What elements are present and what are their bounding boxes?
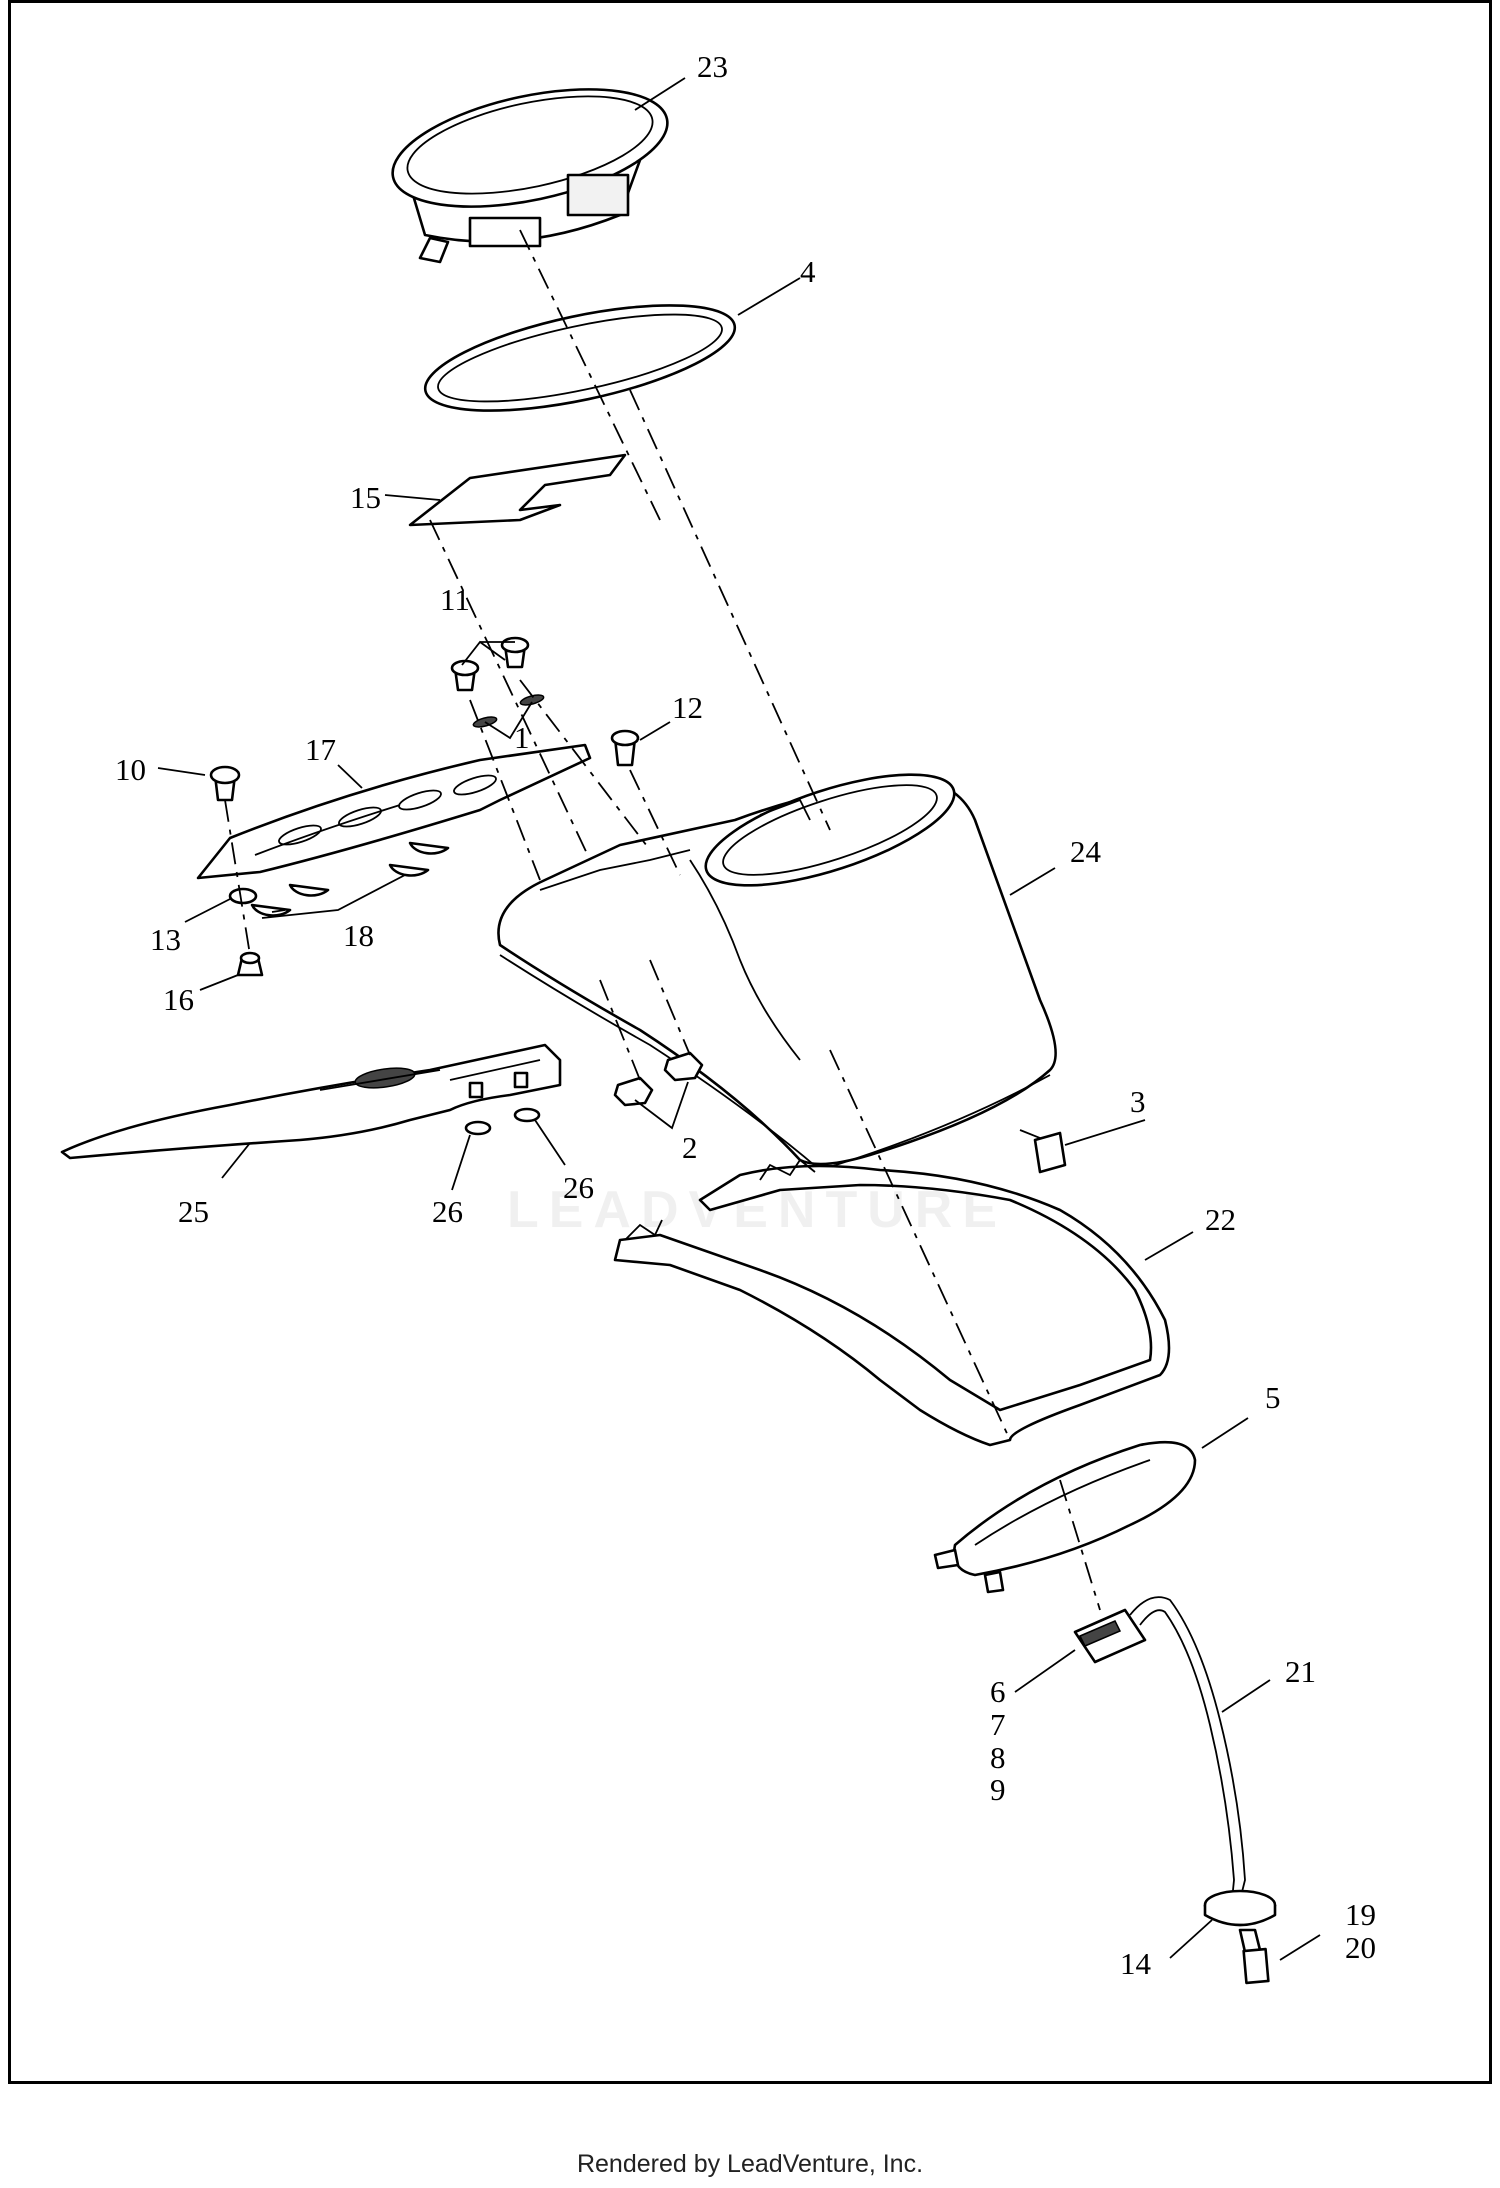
part-3-clip [1033,1131,1067,1174]
callout-25: 25 [178,1194,209,1229]
callout-17: 17 [305,732,336,767]
callout-8: 8 [990,1740,1006,1775]
part-15-gasket [408,453,627,527]
callout-9: 9 [990,1772,1006,1807]
part-16-nut [236,951,264,977]
part-2-nuts [613,1051,704,1107]
callout-12: 12 [672,690,703,725]
callout-6: 6 [990,1674,1006,1709]
callout-16: 16 [163,982,194,1017]
part-23-gauge [391,88,669,264]
callout-13: 13 [150,922,181,957]
part-10-screw [209,765,241,802]
callout-1: 1 [514,720,530,755]
diagram-frame [8,0,1492,2084]
part-5-bezel [933,1440,1197,1594]
part-12-screw [610,729,640,767]
callout-10: 10 [115,752,146,787]
callout-labels: 23 4 15 11 1 12 10 17 24 13 18 16 2 3 25… [115,49,1376,1981]
footer-credit: Rendered by LeadVenture, Inc. [576,2150,924,2178]
part-25-panel [60,1043,562,1160]
part-14-grommet [1203,1889,1277,1927]
part-21-harness [1129,1596,1246,1901]
part-17-bracket [196,743,592,880]
part-11-screws [450,636,530,692]
callout-21: 21 [1285,1654,1316,1689]
part-19-terminal [1238,1928,1270,1985]
part-4-ring [423,304,737,412]
part-18-lenses [250,841,450,917]
callout-5: 5 [1265,1380,1281,1415]
callout-26-left: 26 [432,1194,463,1229]
callout-14: 14 [1120,1946,1152,1981]
callout-23: 23 [697,49,728,84]
part-1-washers [472,694,545,728]
leader-lines [157,77,1321,1961]
part-22-trim [613,1158,1171,1447]
part-13-clip [228,887,258,905]
callout-26-right: 26 [563,1170,594,1205]
callout-18: 18 [343,918,374,953]
callout-11: 11 [440,582,470,617]
part-26-washers [464,1107,541,1136]
callout-4: 4 [800,254,816,289]
callout-2: 2 [682,1130,698,1165]
callout-20: 20 [1345,1930,1376,1965]
part-6-connector [1073,1608,1147,1664]
part-24-housing [497,773,1057,1171]
callout-3: 3 [1130,1084,1146,1119]
callout-7: 7 [990,1707,1006,1742]
callout-15: 15 [350,480,381,515]
callout-24: 24 [1070,834,1102,869]
callout-19: 19 [1345,1897,1376,1932]
callout-22: 22 [1205,1202,1236,1237]
assembly-lines [224,229,1101,1611]
